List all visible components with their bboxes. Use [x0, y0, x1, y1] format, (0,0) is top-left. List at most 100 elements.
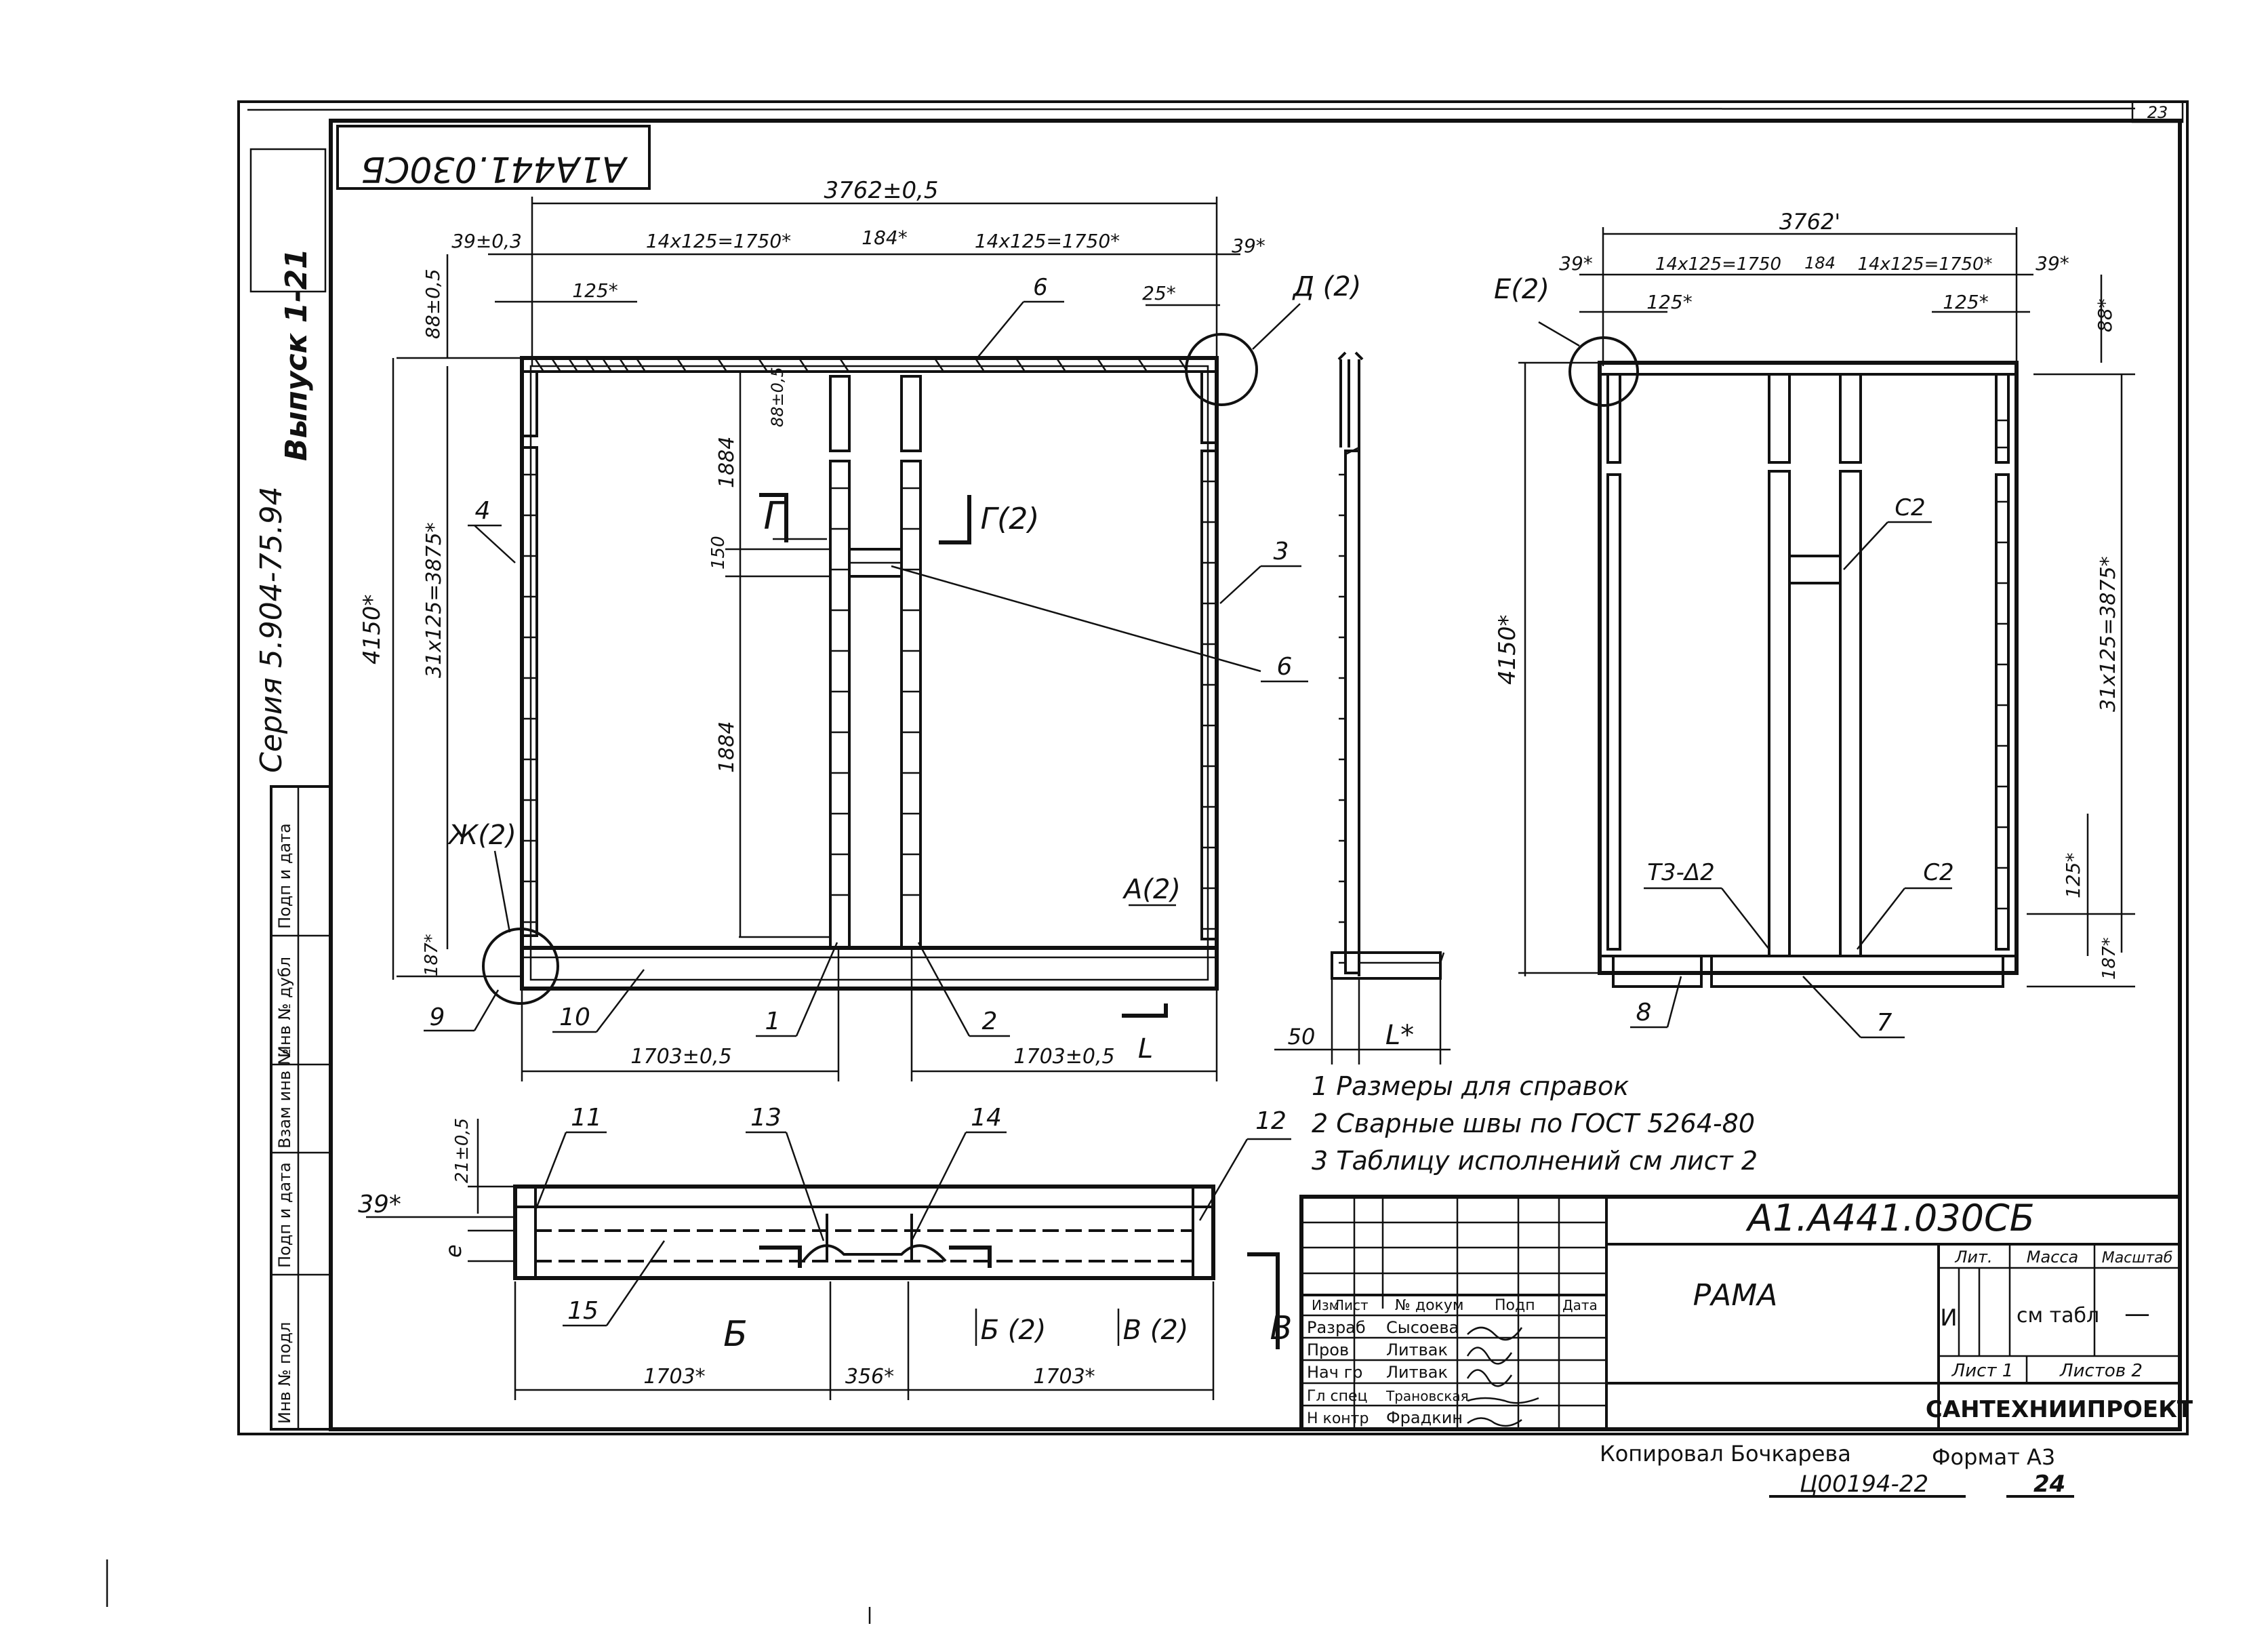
rear-overall-width: 3762' [1779, 209, 1840, 235]
tb-role-3: Нач гр [1307, 1363, 1362, 1382]
footer-page: 24 [2033, 1471, 2065, 1498]
side-dim-50: 50 [1288, 1024, 1316, 1050]
rear-pitch-vertical: 31х125=3875* [2097, 556, 2120, 712]
front-view: 3762±0,5 39±0,3 14х125=1750* 184* 14х125… [359, 177, 1361, 1081]
footer-archive: Ц00194-22 [1800, 1471, 1928, 1498]
front-callout-d: Д (2) [1292, 271, 1362, 302]
rear-dim-184: 184 [1804, 254, 1836, 273]
rear-dim-125c: 125* [2062, 853, 2084, 898]
front-dim-39b: 39* [1232, 235, 1265, 257]
side-dim-L: L* [1385, 1020, 1414, 1051]
plan-item-12: 12 [1255, 1107, 1287, 1135]
side-view: 50 L* [1274, 351, 1451, 1064]
left-stamp-strip: Подп и дата Инв № дубл Взам инв № Подп и… [270, 785, 332, 1431]
tb-role-5: Н контр [1307, 1410, 1369, 1427]
tb-name: РАМА [1693, 1278, 1778, 1313]
rear-weld-c2a: С2 [1895, 494, 1925, 521]
rear-item-7: 7 [1877, 1009, 1892, 1037]
tb-sheets-label: Листов 2 [2059, 1361, 2143, 1381]
front-dim-39a: 39±0,3 [451, 230, 522, 252]
outer-frame [237, 100, 2189, 1435]
inner-frame [329, 119, 2182, 1431]
footer: Копировал Бочкарева Формат А3 Ц00194-22 … [1600, 1441, 2074, 1498]
plan-dim-21: 21±0,5 [452, 1118, 472, 1183]
front-item-6: 6 [1277, 653, 1293, 681]
front-dim-25: 25* [1142, 282, 1176, 304]
plan-section-v: В [1270, 1309, 1293, 1347]
tb-person-2: Литвак [1386, 1340, 1448, 1359]
rear-dim-125b: 125* [1943, 291, 1988, 313]
front-item-10: 10 [559, 1003, 590, 1031]
left-stamp-cell-5: Подп и дата [275, 823, 294, 929]
note-1: 1 Размеры для справок [1312, 1071, 1629, 1101]
sheet-number-box [2131, 100, 2184, 123]
plan-section-b: Б [723, 1314, 748, 1355]
front-lower-1884: 1884 [715, 721, 739, 773]
plan-dim-39: 39* [358, 1191, 401, 1218]
front-dim-150: 150 [708, 536, 729, 570]
front-item-4: 4 [475, 497, 491, 525]
rear-height-total: 4150* [1494, 614, 1521, 685]
left-stamp-cell-4: Инв № дубл [275, 957, 294, 1058]
front-item-1: 1 [765, 1008, 781, 1035]
tb-role-1: Разраб [1307, 1318, 1366, 1337]
front-item-9: 9 [430, 1003, 445, 1031]
tb-role-4: Гл спец [1307, 1388, 1367, 1405]
front-pitch-vertical: 31х125=3875* [422, 522, 446, 678]
rear-dim-125a: 125* [1646, 291, 1692, 313]
rear-dim-1750a: 14х125=1750 [1655, 254, 1781, 275]
title-block: Изм Лист № докум Подп Дата Разраб Сысоев… [1299, 1195, 2193, 1431]
issue-box [249, 148, 327, 293]
plan-item-15: 15 [567, 1297, 599, 1325]
front-section-g: Г [763, 494, 787, 538]
rear-callout-e: Е(2) [1494, 274, 1550, 305]
footer-copied: Копировал Бочкарева [1600, 1441, 1851, 1467]
tb-org: САНТЕХНИИПРОЕКТ [1926, 1396, 2193, 1423]
front-item-2: 2 [982, 1008, 998, 1035]
front-callout-a: А(2) [1122, 874, 1181, 905]
rear-dim-187: 187* [2099, 937, 2120, 980]
tb-role-2: Пров [1307, 1340, 1349, 1359]
tb-person-4: Трановская [1385, 1388, 1469, 1404]
front-overall-width: 3762±0,5 [824, 177, 938, 204]
note-2: 2 Сварные швы по ГОСТ 5264-80 [1312, 1109, 1755, 1138]
left-stamp-cell-2: Подп и дата [275, 1162, 294, 1268]
left-stamp-cell-3: Взам инв № [275, 1048, 294, 1149]
top-stamp-box [336, 125, 651, 190]
plan-view: 21±0,5 39* е 11 13 14 12 15 Б Б (2) В (2… [358, 1104, 1292, 1400]
tb-header-izm: Изм [1312, 1297, 1339, 1313]
tb-lit-value: И [1940, 1305, 1957, 1332]
front-callout-l: L [1138, 1033, 1153, 1064]
rear-weld-t3: Т3-Δ2 [1647, 859, 1715, 886]
front-bottom-left: 1703±0,5 [630, 1045, 731, 1069]
tb-header-date: Дата [1562, 1297, 1598, 1313]
front-dim-1750a: 14х125=1750* [646, 230, 791, 252]
plan-seg-mid: 356* [845, 1365, 894, 1389]
tb-designation: А1.А441.030СБ [1745, 1197, 2034, 1239]
tb-header-sign: Подп [1495, 1297, 1535, 1314]
plan-section-b2: Б (2) [981, 1315, 1047, 1346]
tb-header-list: Лист [1334, 1297, 1369, 1313]
outer-frame-top-sketch [247, 107, 2136, 111]
left-stamp-cell-1: Инв № подл [275, 1322, 294, 1424]
rear-item-8: 8 [1636, 999, 1652, 1027]
plan-item-13: 13 [750, 1104, 782, 1132]
rear-weld-c2b: С2 [1923, 859, 1953, 886]
tb-sheet-label: Лист 1 [1951, 1361, 2014, 1381]
front-height-total: 4150* [359, 594, 386, 664]
tb-scale-header: Масштаб [2102, 1250, 2173, 1267]
issue-label: Выпуск 1-21 [279, 248, 314, 461]
footer-format: Формат А3 [1932, 1444, 2055, 1470]
front-dim-125: 125* [572, 279, 617, 302]
plan-dim-e: е [441, 1244, 466, 1258]
plan-seg-right: 1703* [1033, 1365, 1095, 1389]
rear-view: 3762' 39* 14х125=1750 184 14х125=1750* 3… [1494, 209, 2135, 1039]
plan-item-14: 14 [971, 1104, 1002, 1132]
front-upper-1884: 1884 [715, 437, 739, 488]
tb-scale-value: — [2124, 1298, 2150, 1328]
plan-seg-left: 1703* [643, 1365, 705, 1389]
front-item-3: 3 [1274, 538, 1289, 565]
notes: 1 Размеры для справок 2 Сварные швы по Г… [1312, 1071, 1758, 1176]
top-stamp-text: А1А441.030СБ [361, 148, 628, 189]
